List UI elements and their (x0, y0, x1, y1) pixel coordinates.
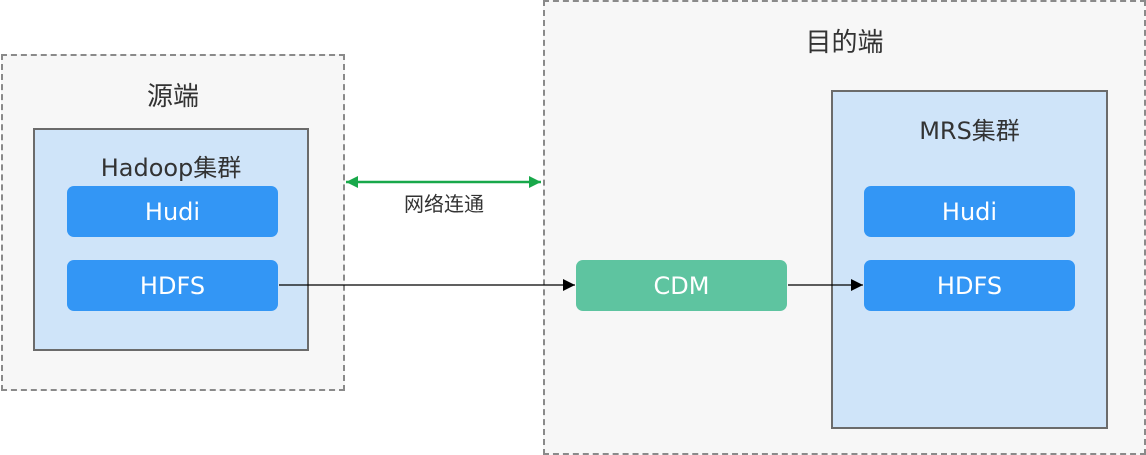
cdm-node: CDM (576, 260, 787, 311)
mrs-cluster-title: MRS集群 (919, 117, 1020, 145)
network-connectivity-label: 网络连通 (404, 192, 484, 216)
source-hdfs-node: HDFS (67, 260, 278, 311)
source-hudi-node: Hudi (67, 186, 278, 237)
hadoop-cluster-title: Hadoop集群 (100, 154, 242, 182)
target-zone-title: 目的端 (805, 28, 884, 58)
source-zone-title: 源端 (146, 82, 199, 112)
target-hdfs-node: HDFS (864, 260, 1075, 311)
hadoop-cluster: Hadoop集群 (33, 128, 309, 351)
target-hudi-node: Hudi (864, 186, 1075, 237)
mrs-cluster: MRS集群 (831, 90, 1108, 429)
